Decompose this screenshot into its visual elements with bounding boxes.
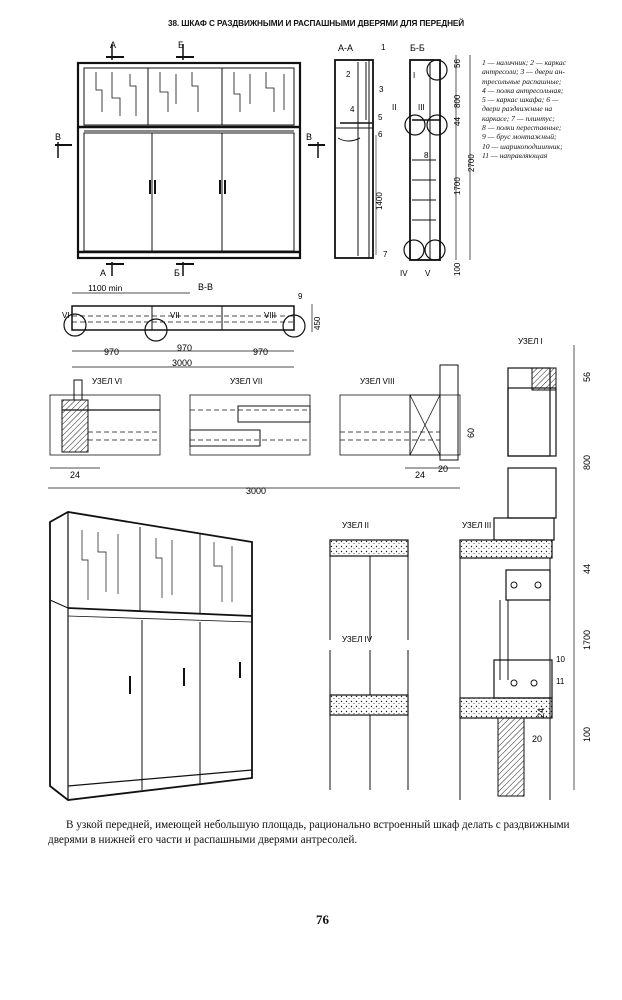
dim-24-node6: 24 xyxy=(70,470,80,480)
detail-node-1-3 xyxy=(459,345,575,800)
dim-3000-nodes: 3000 xyxy=(246,486,266,496)
cut-label-b: Б xyxy=(178,40,184,50)
section-b-b xyxy=(403,55,471,261)
uzel-1-label: УЗЕЛ I xyxy=(518,337,543,346)
dim-100-node: 100 xyxy=(582,727,592,742)
dim-1100-min: 1100 min xyxy=(88,283,123,293)
plan-section-v-v xyxy=(63,292,313,368)
dim-970-1: 970 xyxy=(104,347,119,357)
callout-9: 9 xyxy=(298,292,303,301)
dim-60: 60 xyxy=(466,428,476,438)
callout-4: 4 xyxy=(350,105,355,114)
node-marker-7: VII xyxy=(170,311,180,320)
detail-node-2-4 xyxy=(329,539,409,790)
callout-10: 10 xyxy=(556,655,565,664)
dim-44: 44 xyxy=(453,117,462,126)
legend-line: 10 — шарикоподшипник; xyxy=(482,141,563,151)
callout-8: 8 xyxy=(424,151,429,160)
node-marker-2: II xyxy=(392,103,396,112)
dim-24-node8: 24 xyxy=(415,470,425,480)
cut-label-a: А xyxy=(110,40,116,50)
callout-3: 3 xyxy=(379,85,384,94)
dim-1700: 1700 xyxy=(453,177,462,195)
node-marker-6: VI xyxy=(62,311,70,320)
uzel-8-label: УЗЕЛ VIII xyxy=(360,377,395,386)
dim-1400: 1400 xyxy=(375,192,384,210)
caption-text: В узкой передней, имеющей небольшую площ… xyxy=(48,819,570,846)
legend-line: 9 — брус монтажный; xyxy=(482,132,557,142)
section-v-v-label: В-В xyxy=(198,282,213,292)
page-number: 76 xyxy=(316,912,329,927)
node-marker-3: III xyxy=(418,103,425,112)
uzel-3-label: УЗЕЛ III xyxy=(462,521,491,530)
legend-line: 11 — направляющая xyxy=(482,150,548,160)
section-a-a xyxy=(334,59,374,259)
dim-24-node3: 24 xyxy=(536,708,546,718)
legend: 1 — наличник; 2 — каркас антресоли; 3 — … xyxy=(482,58,606,160)
cut-label-a-bottom: А xyxy=(100,268,106,278)
section-b-b-label: Б-Б xyxy=(410,43,425,53)
perspective-view xyxy=(49,511,253,801)
uzel-6-label: УЗЕЛ VI xyxy=(92,377,122,386)
legend-line: 1 — наличник; 2 — каркас xyxy=(482,58,567,67)
front-elevation xyxy=(55,44,325,276)
dim-20-node3: 20 xyxy=(532,734,542,744)
dim-56-node1: 56 xyxy=(582,372,592,382)
legend-line: тресольные распашные; xyxy=(482,76,562,86)
dim-3000-plan: 3000 xyxy=(172,358,192,368)
dim-20-node8: 20 xyxy=(438,464,448,474)
detail-nodes-plan xyxy=(48,364,461,489)
dim-800-node: 800 xyxy=(582,455,592,470)
dim-44-node: 44 xyxy=(582,564,592,574)
callout-2: 2 xyxy=(346,70,351,79)
legend-line: 8 — полки переставные; xyxy=(482,123,562,133)
legend-line: 4 — полка антресольная; xyxy=(482,85,564,95)
dim-1700-node: 1700 xyxy=(582,630,592,650)
uzel-2-label: УЗЕЛ II xyxy=(342,521,369,530)
uzel-7-label: УЗЕЛ VII xyxy=(230,377,262,386)
page-title: 38. ШКАФ С РАЗДВИЖНЫМИ И РАСПАШНЫМИ ДВЕР… xyxy=(168,19,465,28)
dim-2700: 2700 xyxy=(467,154,476,172)
node-marker-4: IV xyxy=(400,269,408,278)
dim-970-3: 970 xyxy=(253,347,268,357)
dim-450: 450 xyxy=(313,316,322,330)
cut-label-v: В xyxy=(55,132,61,142)
legend-line: двери раздвижные на xyxy=(482,104,553,114)
section-a-a-label: А-А xyxy=(338,43,353,53)
callout-11: 11 xyxy=(556,677,565,686)
legend-line: каркасе; 7 — плинтус; xyxy=(482,113,555,123)
callout-5: 5 xyxy=(378,113,383,122)
node-marker-5: V xyxy=(425,269,431,278)
dim-100: 100 xyxy=(453,262,462,276)
legend-line: антресоли; 3 — двери ан- xyxy=(482,67,565,77)
callout-7: 7 xyxy=(383,250,388,259)
dim-800: 800 xyxy=(453,94,462,108)
dim-56: 56 xyxy=(453,59,462,68)
uzel-4-label: УЗЕЛ IV xyxy=(342,635,373,644)
callout-6: 6 xyxy=(378,130,383,139)
node-marker-8: VIII xyxy=(264,311,276,320)
legend-line: 5 — каркас шкафа; 6 — xyxy=(482,95,559,105)
cut-label-v-right: В xyxy=(306,132,312,142)
dim-970-2: 970 xyxy=(177,343,192,353)
cut-label-b-bottom: Б xyxy=(174,268,180,278)
callout-1: 1 xyxy=(381,43,386,52)
caption: В узкой передней, имеющей небольшую площ… xyxy=(48,818,588,848)
node-marker-1: I xyxy=(413,71,415,80)
